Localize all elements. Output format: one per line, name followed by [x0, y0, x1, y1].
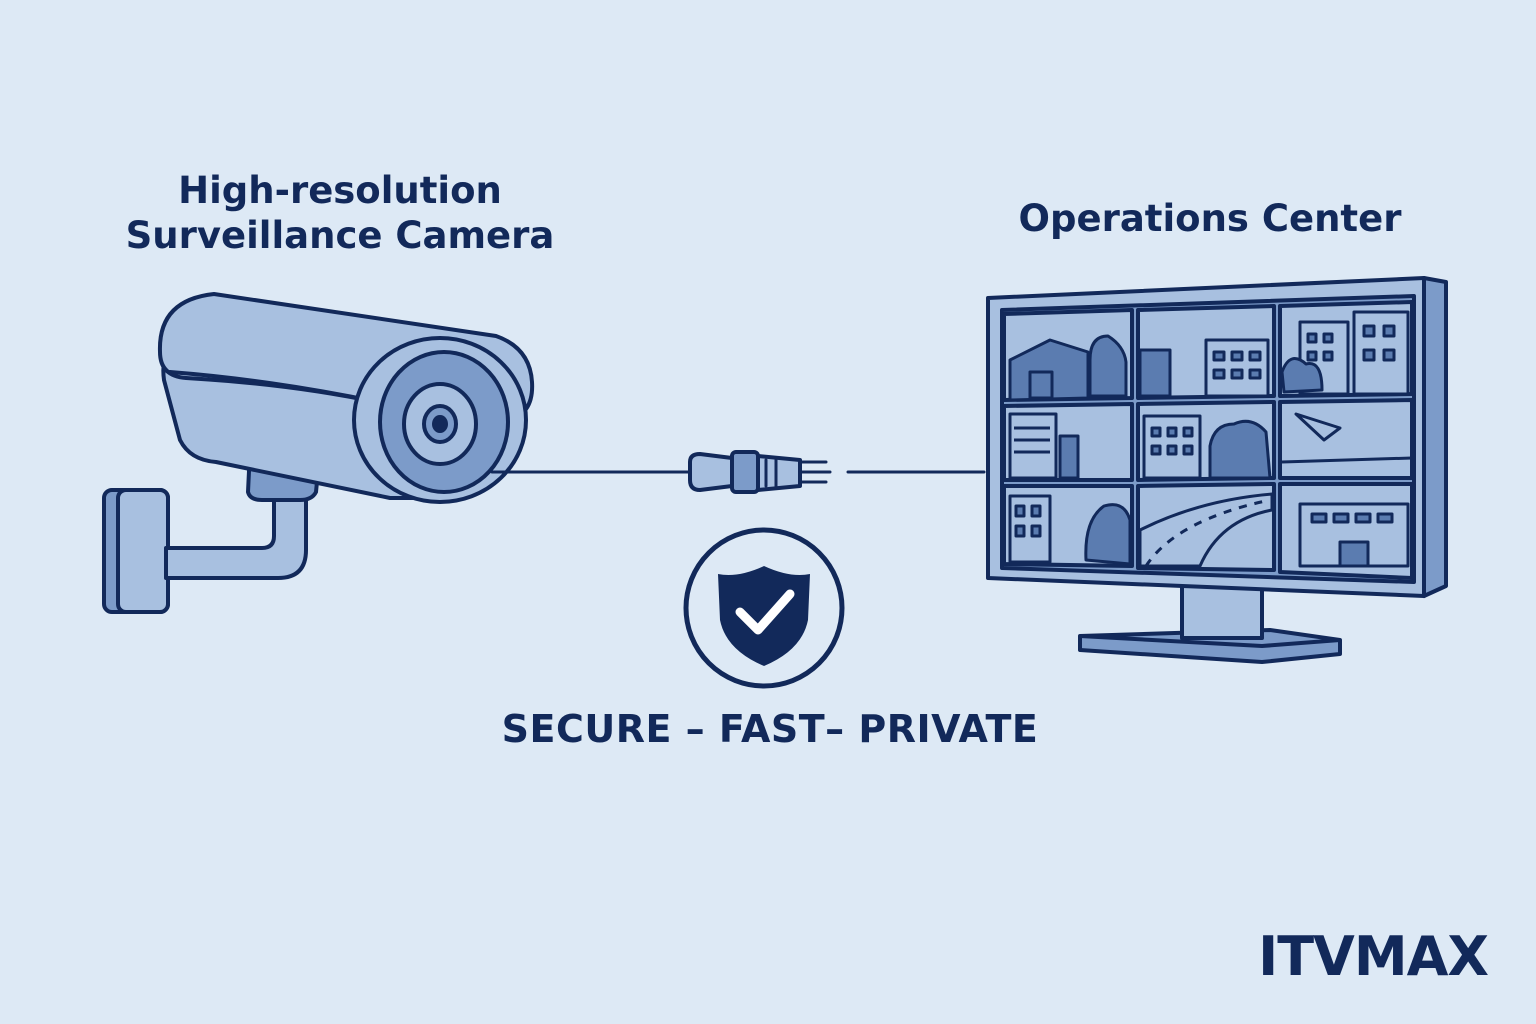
- monitor-wall-icon: [986, 276, 1448, 664]
- security-camera-icon: [102, 292, 535, 614]
- plug-connector-icon: [490, 450, 986, 494]
- camera-title-line1: High-resolution: [178, 169, 502, 212]
- shield-check-icon: [683, 527, 845, 689]
- brand-logo: ITVMAX: [1258, 925, 1489, 988]
- tagline: SECURE – FAST– PRIVATE: [501, 707, 1039, 751]
- camera-title: High-resolution Surveillance Camera: [70, 168, 610, 258]
- operations-title: Operations Center: [1018, 197, 1402, 240]
- camera-title-line2: Surveillance Camera: [125, 214, 555, 258]
